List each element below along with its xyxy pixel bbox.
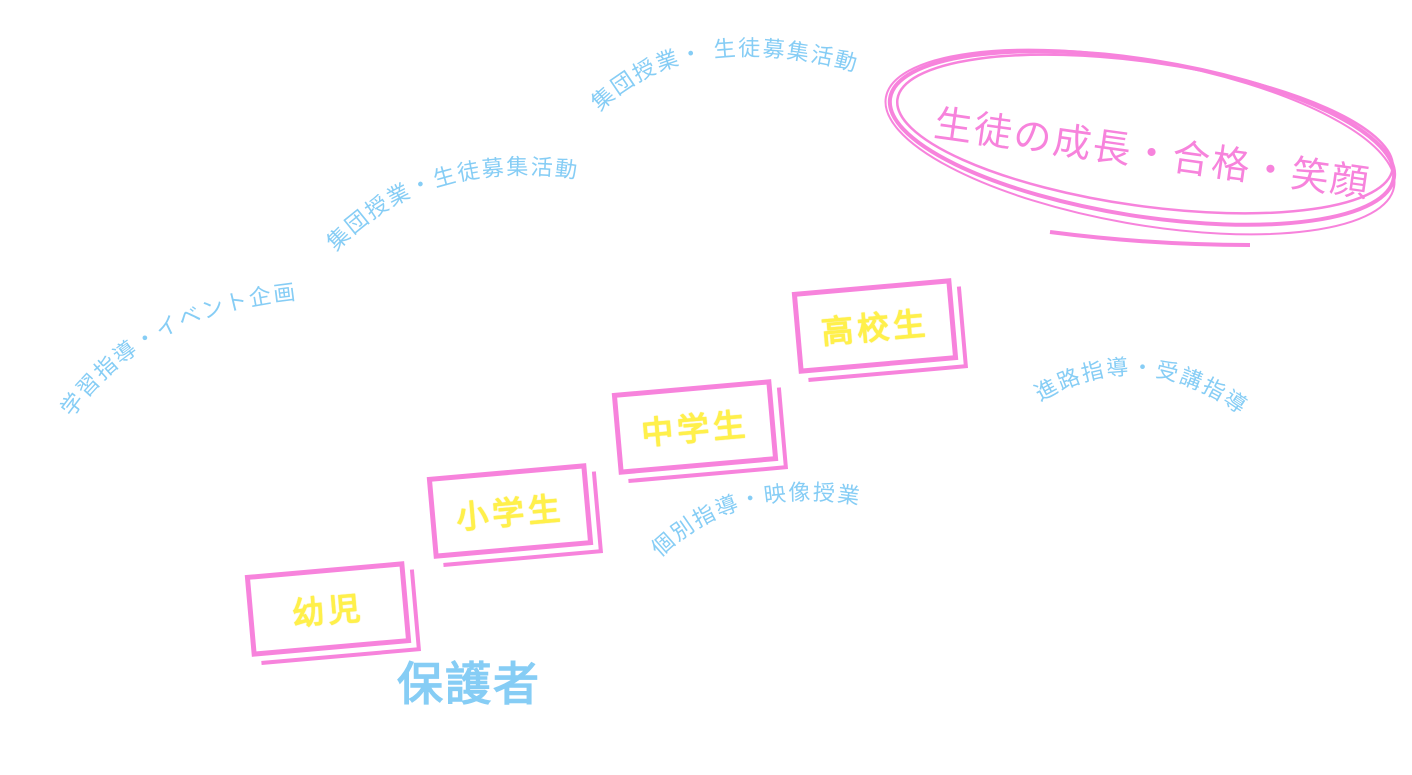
activity-label-top: 集団授業・ 生徒募集活動 [587, 36, 861, 116]
guardian-label: 保護者 [397, 657, 541, 711]
activity-label-lower: 学習指導・イベント企画 [57, 280, 299, 421]
activity-label-individual: 個別指導・映像授業 [647, 481, 863, 563]
step-label: 小学生 [454, 489, 566, 537]
activity-label-career: 進路指導・受講指導 [1031, 355, 1252, 420]
goal-ellipse [884, 48, 1397, 247]
step-junior-high: 中学生 [611, 379, 779, 475]
step-label: 高校生 [819, 304, 931, 352]
step-high-school: 高校生 [791, 278, 959, 374]
step-elementary: 小学生 [426, 463, 594, 559]
activity-label-middle: 集団授業・生徒募集活動 [322, 155, 580, 256]
step-preschool: 幼児 [244, 561, 412, 657]
step-label: 中学生 [639, 405, 751, 453]
step-label: 幼児 [290, 588, 366, 634]
